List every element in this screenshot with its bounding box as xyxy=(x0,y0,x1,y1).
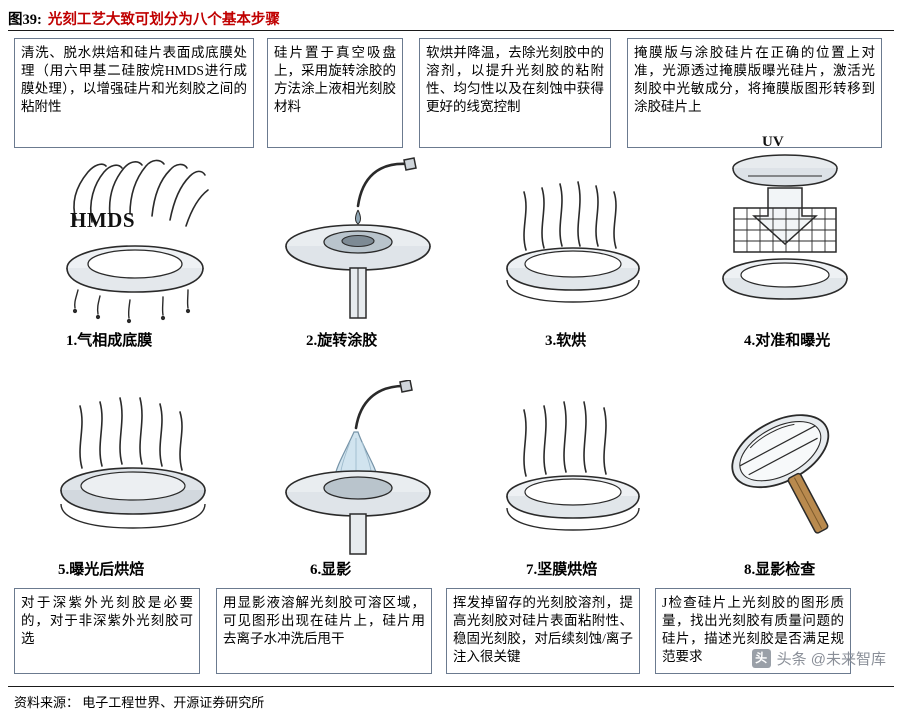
watermark-icon: 头 xyxy=(751,649,771,668)
post-exposure-bake-drawing xyxy=(60,397,206,529)
step-label-7: 7.坚膜烘焙 xyxy=(526,562,598,578)
hard-bake-drawing xyxy=(506,401,640,531)
illustration-step-2 xyxy=(258,150,458,328)
illustration-step-1: HMDS xyxy=(30,150,240,328)
develop-drawing xyxy=(285,379,431,555)
illustration-step-7 xyxy=(480,380,670,558)
source-note: 资料来源： 电子工程世界、开源证券研究所 xyxy=(14,695,265,710)
watermark-text: 头条 @未来智库 xyxy=(776,651,886,668)
watermark: 头 头条 @未来智库 xyxy=(751,648,886,669)
step-label-3: 3.软烘 xyxy=(545,333,587,349)
page-title: 光刻工艺大致可划分为八个基本步骤 xyxy=(47,11,280,28)
illustration-step-8 xyxy=(690,380,880,558)
caption-box-step-2: 硅片置于真空吸盘上，采用旋转涂胶的方法涂上液相光刻胶材料 xyxy=(267,38,403,148)
align-expose-drawing xyxy=(722,154,848,300)
caption-box-step-7: 挥发掉留存的光刻胶溶剂，提高光刻胶对硅片表面粘附性、稳固光刻胶，对后续刻蚀/离子… xyxy=(446,588,640,674)
step-label-5: 5.曝光后烘焙 xyxy=(58,562,145,578)
caption-box-step-6: 用显影液溶解光刻胶可溶区域，可见图形出现在硅片上，硅片用去离子水冲洗后甩干 xyxy=(216,588,432,674)
step-label-6: 6.显影 xyxy=(310,562,352,578)
illustration-step-6 xyxy=(258,379,458,558)
step-label-2: 2.旋转涂胶 xyxy=(306,333,378,349)
step-label-4: 4.对准和曝光 xyxy=(744,333,831,349)
caption-box-step-4: 掩膜版与涂胶硅片在正确的位置上对准，光源透过掩膜版曝光硅片，激活光刻胶中光敏成分… xyxy=(627,38,882,148)
spin-coat-drawing xyxy=(285,157,431,319)
vapor-prime-drawing xyxy=(66,159,209,324)
illustration-step-3 xyxy=(480,150,670,328)
uv-label: UV xyxy=(762,134,784,150)
figure-header: 图39: 光刻工艺大致可划分为八个基本步骤 xyxy=(8,6,894,31)
illustration-step-4: UV xyxy=(690,132,880,328)
figure-number: 图39: xyxy=(8,11,42,28)
step-label-8: 8.显影检查 xyxy=(744,562,816,578)
caption-box-step-1: 清洗、脱水烘焙和硅片表面成底膜处理（用六甲基二硅胺烷HMDS进行成膜处理），以增… xyxy=(14,38,254,148)
magnifier-inspection-drawing xyxy=(731,414,830,534)
hmds-label: HMDS xyxy=(70,208,135,232)
caption-box-step-5: 对于深紫外光刻胶是必要的，对于非深紫外光刻胶可选 xyxy=(14,588,200,674)
soft-bake-drawing xyxy=(506,181,640,303)
caption-box-step-3: 软烘并降温，去除光刻胶中的溶剂，以提升光刻胶的粘附性、均匀性以及在刻蚀中获得更好… xyxy=(419,38,611,148)
illustration-step-5 xyxy=(30,380,240,558)
footer-rule xyxy=(8,686,894,713)
step-label-1: 1.气相成底膜 xyxy=(66,333,153,349)
